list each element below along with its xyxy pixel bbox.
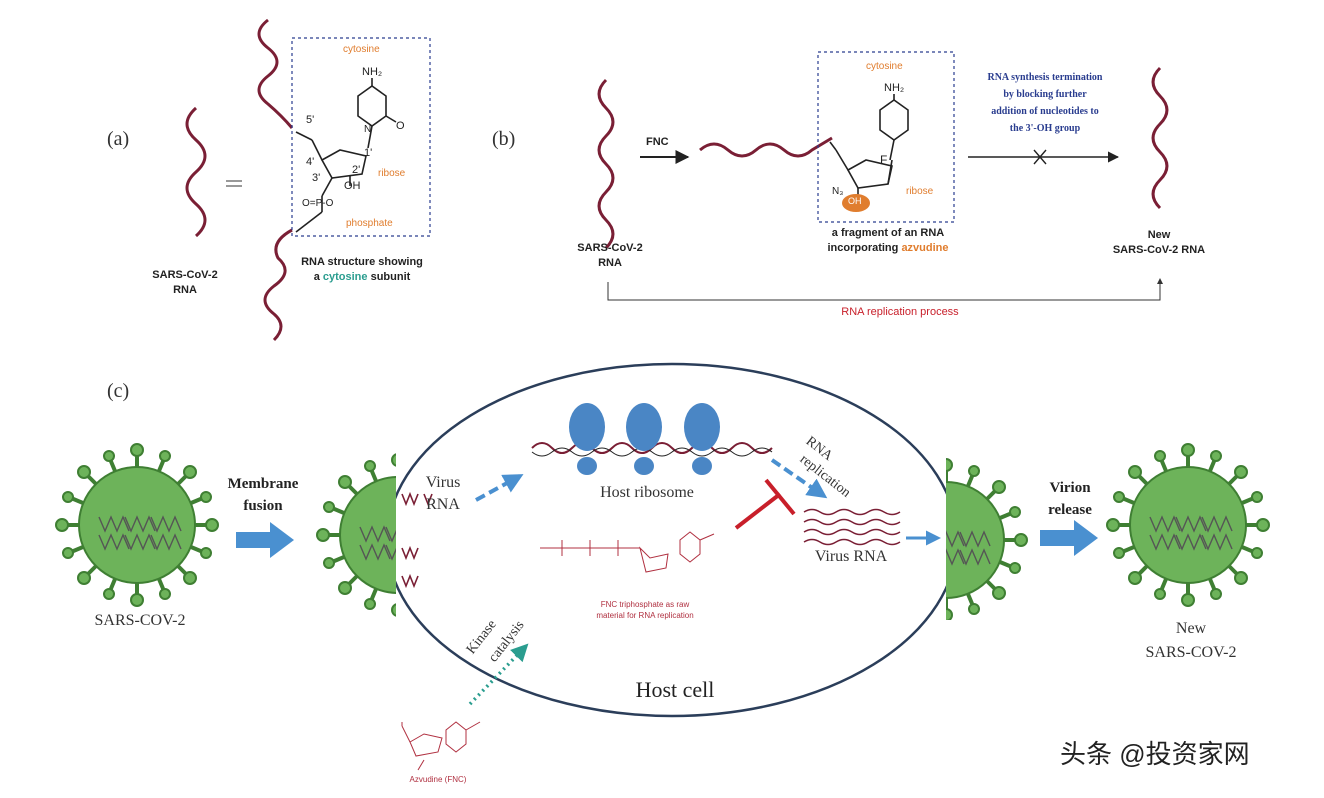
panel-b-fragment-caption-line1: a fragment of an RNA xyxy=(831,227,945,239)
virus-new-sars-cov-2-icon xyxy=(1105,442,1271,608)
panel-c xyxy=(54,362,1271,771)
panel-a-five-prime: 5' xyxy=(306,114,315,126)
nucleotide-box-b xyxy=(817,51,955,223)
termination-cross xyxy=(1033,149,1047,165)
virus-rna-waves-right xyxy=(803,508,901,546)
panel-c-label: (c) xyxy=(107,380,130,402)
azvudine-structure xyxy=(401,721,481,771)
virion-release-arrow xyxy=(1040,520,1098,556)
virion-release-line1: Virion xyxy=(1049,480,1091,496)
termination-text-line1: RNA synthesis termination xyxy=(987,72,1103,83)
panel-a-rna-label-line2: RNA xyxy=(173,284,197,296)
panel-a-rna-label-line1: SARS-CoV-2 xyxy=(152,269,218,281)
replication-process-bracket xyxy=(607,282,1161,301)
panel-b-n3: N₃ xyxy=(832,186,844,197)
virus-rna-left-line2: RNA xyxy=(426,496,460,513)
virus-rna-left-line1: Virus xyxy=(425,474,461,491)
sars-cov-2-label: SARS-COV-2 xyxy=(94,612,186,629)
azvudine-caption: Azvudine (FNC) xyxy=(409,775,467,784)
panel-a-two-prime: 2' xyxy=(352,164,361,176)
rna-strand-b-left xyxy=(597,78,615,250)
rna-replication-arrow xyxy=(770,458,828,499)
watermark: 头条 @投资家网 xyxy=(1060,739,1250,769)
termination-text-line4: the 3'-OH group xyxy=(1009,123,1081,134)
panel-b-fluorine: F xyxy=(880,153,888,167)
panel-b-fnc-label: FNC xyxy=(646,136,669,148)
host-ribosome-rna-strand-2 xyxy=(531,447,773,457)
azvudine-structure-b xyxy=(829,94,909,198)
new-sars-cov-2-line1: New xyxy=(1175,620,1207,637)
fnc-inhibition-marker xyxy=(734,478,796,530)
rna-strand-a xyxy=(185,106,207,238)
replication-process-label: RNA replication process xyxy=(841,306,959,318)
termination-text-line3: addition of nucleotides to xyxy=(991,106,1099,117)
panel-a-oh: OH xyxy=(344,180,361,192)
membrane-fusion-label-line2: fusion xyxy=(243,498,283,514)
panel-b xyxy=(597,51,1169,301)
kinase-catalysis-arrow xyxy=(468,643,529,706)
panel-a-cytosine-label: cytosine xyxy=(343,44,380,55)
ribosome-units xyxy=(569,403,720,475)
panel-a-nitrogen: N xyxy=(364,124,372,135)
replication-bracket-arrowhead xyxy=(1157,278,1163,284)
oh-highlight-b xyxy=(842,194,870,212)
panel-a-nh2: NH₂ xyxy=(362,66,383,78)
panel-a-caption-line2: a cytosine subunit xyxy=(313,271,411,283)
fnc-triphosphate-structure xyxy=(540,531,715,573)
panel-b-rna-label-line2: RNA xyxy=(598,257,622,269)
nucleotide-box-a xyxy=(291,37,431,237)
new-rna-label-line1: New xyxy=(1147,229,1171,241)
fnc-triphosphate-caption-line2: material for RNA replication xyxy=(596,611,694,620)
membrane-fusion-label-line1: Membrane xyxy=(227,476,299,492)
host-ribosome-label: Host ribosome xyxy=(600,484,694,501)
panel-b-nh2: NH₂ xyxy=(884,82,905,94)
panel-a-one-prime: 1' xyxy=(364,147,373,159)
panel-a-phosphate-label: phosphate xyxy=(346,218,393,229)
virus-rna-to-ribosome-arrow xyxy=(475,474,524,502)
panel-a-three-prime: 3' xyxy=(312,172,321,184)
panel-a-four-prime: 4' xyxy=(306,156,315,168)
ribose-ring-a xyxy=(295,131,367,233)
panel-a-label: (a) xyxy=(107,128,130,150)
virus-rna-fragments-left xyxy=(401,491,433,589)
cytosine-ring-a xyxy=(357,78,397,149)
rna-backbone-top-a xyxy=(257,18,294,129)
virus-half-exiting-icon xyxy=(946,457,1029,620)
rna-strand-b-horizontal xyxy=(699,136,833,158)
fnc-triphosphate-caption-line1: FNC triphosphate as raw xyxy=(600,600,690,609)
panel-b-ribose-label: ribose xyxy=(906,186,934,197)
termination-text-line2: by blocking further xyxy=(1003,89,1087,100)
panel-b-label: (b) xyxy=(492,128,516,150)
panel-a-ribose-label: ribose xyxy=(378,168,406,179)
panel-a xyxy=(185,18,431,342)
panel-a-oxygen: O xyxy=(396,120,405,132)
panel-b-cytosine-label: cytosine xyxy=(866,61,903,72)
panel-b-oh: OH xyxy=(848,196,862,206)
panel-a-phosphate-formula: O=P-O xyxy=(302,198,334,209)
virus-sars-cov-2-icon xyxy=(54,442,220,608)
rna-backbone-bottom-a xyxy=(263,228,293,342)
host-cell-label: Host cell xyxy=(635,677,715,702)
panel-b-fragment-caption-line2: incorporating azvudine xyxy=(827,242,949,254)
panel-a-caption-line1: RNA structure showing xyxy=(301,256,423,268)
virus-rna-right-label: Virus RNA xyxy=(814,548,888,565)
new-rna-label-line2: SARS-CoV-2 RNA xyxy=(1112,244,1206,256)
membrane-fusion-arrow xyxy=(236,522,294,558)
virion-release-line2: release xyxy=(1048,502,1092,518)
new-sars-cov-2-line2: SARS-COV-2 xyxy=(1145,644,1237,661)
rna-strand-b-new xyxy=(1151,66,1169,210)
panel-b-rna-label-line1: SARS-CoV-2 xyxy=(577,242,643,254)
